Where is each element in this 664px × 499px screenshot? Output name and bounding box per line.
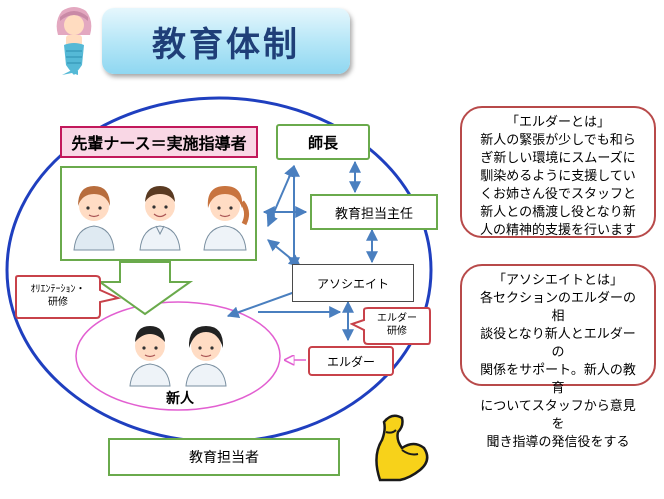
page-title: 教育体制 [152, 24, 300, 65]
callout-line: ｵﾘｴﾝﾃｰｼｮﾝ・ [30, 284, 86, 295]
node-education-staff: 教育担当者 [108, 438, 340, 476]
nurse-icon [203, 186, 250, 251]
info-heading: 「エルダーとは」 [505, 115, 610, 130]
mermaid-mascot-icon [48, 5, 100, 77]
elder-training-callout: エルダー 研修 [350, 306, 432, 346]
flexed-arm-icon [375, 414, 429, 482]
node-head-nurse: 師長 [276, 124, 370, 160]
info-line: 馴染めるように支援してい [480, 169, 636, 184]
node-education-chief: 教育担当主任 [310, 194, 438, 230]
node-elder: エルダー [308, 346, 394, 376]
info-line: 新人との橋渡し役となり新 [480, 205, 636, 220]
info-line: 各セクションのエルダーの相 [479, 291, 636, 324]
info-card-elder: 「エルダーとは」 新人の緊張が少しでも和ら ぎ新しい環境にスムーズに 馴染めるよ… [460, 106, 656, 238]
node-associate: アソシエイト [292, 264, 414, 302]
new-staff-icon [129, 326, 171, 387]
callout-line: エルダー [377, 313, 417, 324]
info-line: 新人の緊張が少しでも和ら [480, 133, 636, 148]
male-nurse-icon [139, 186, 181, 251]
info-line: についてスタッフから意見を [480, 399, 636, 432]
nurse-icon [73, 186, 115, 251]
info-line: 聞き指導の発信役をする [486, 435, 630, 450]
leader-label: 先輩ナース＝実施指導者 [60, 126, 258, 158]
senior-nurses-group [60, 166, 257, 261]
callout-bubble [350, 307, 431, 345]
info-heading: 「アソシエイトとは」 [492, 273, 623, 288]
title-banner: 教育体制 [102, 8, 350, 74]
orientation-callout: ｵﾘｴﾝﾃｰｼｮﾝ・ 研修 [14, 274, 122, 320]
new-staff-icon [185, 326, 227, 387]
info-card-associate: 「アソシエイトとは」 各セクションのエルダーの相 談役となり新人とエルダーの 関… [460, 264, 656, 450]
newbie-label: 新人 [166, 391, 194, 407]
info-line: ぎ新しい環境にスムーズに [480, 151, 636, 166]
info-line: くお姉さん役でスタッフと [479, 187, 636, 202]
info-line: 談役となり新人とエルダーの [480, 327, 636, 360]
callout-line: 研修 [387, 326, 407, 337]
info-line: 関係をサポート。新人の教育 [480, 363, 636, 396]
info-line: 人の精神的支援を行います [479, 223, 636, 238]
newbie-ellipse [75, 301, 281, 411]
callout-bubble [15, 275, 122, 319]
green-down-arrow [96, 261, 194, 316]
callout-line: 研修 [48, 297, 68, 308]
